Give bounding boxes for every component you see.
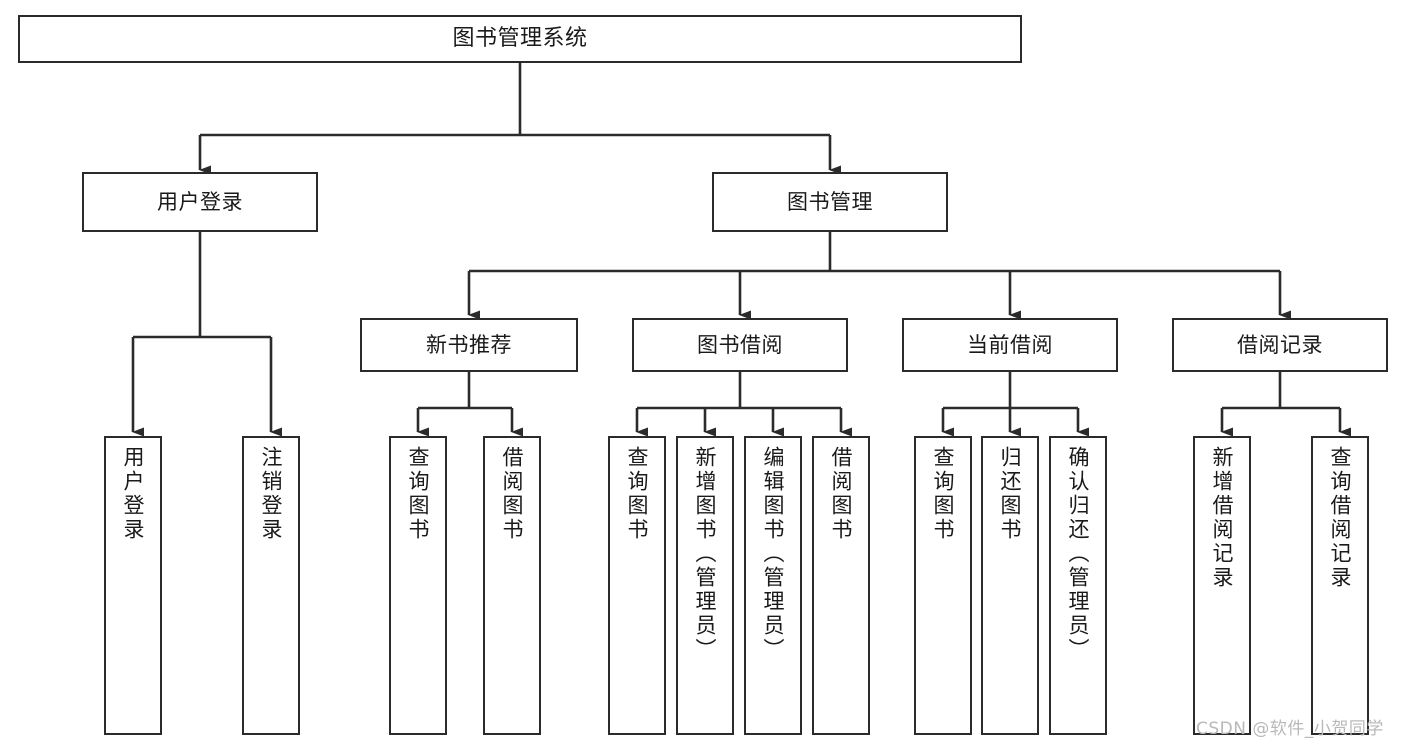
node-label: 新增图书（管理员）	[693, 446, 718, 662]
node-label: 借阅图书	[500, 446, 525, 542]
node-label: 查询图书	[931, 446, 956, 542]
node-label: 注销登录	[259, 446, 284, 542]
node-label: 当前借阅	[967, 332, 1053, 357]
node-user-login[interactable]: 用户登录	[82, 172, 318, 232]
node-label: 查询图书	[625, 446, 650, 542]
node-label: 用户登录	[157, 189, 243, 214]
node-label: 查询借阅记录	[1328, 446, 1353, 590]
leaf-borrow-record-query-record[interactable]: 查询借阅记录	[1311, 436, 1369, 735]
leaf-book-borrow-borrow-book[interactable]: 借阅图书	[812, 436, 870, 735]
leaf-user-login-login[interactable]: 用户登录	[104, 436, 162, 735]
node-label: 新增借阅记录	[1210, 446, 1235, 590]
node-label: 查询图书	[406, 446, 431, 542]
leaf-current-borrow-return-book[interactable]: 归还图书	[981, 436, 1039, 735]
leaf-current-borrow-query-book[interactable]: 查询图书	[914, 436, 972, 735]
leaf-user-login-logout[interactable]: 注销登录	[242, 436, 300, 735]
node-label: 借阅图书	[829, 446, 854, 542]
leaf-book-borrow-query-book[interactable]: 查询图书	[608, 436, 666, 735]
node-label: 用户登录	[121, 446, 146, 542]
node-label: 确认归还（管理员）	[1066, 446, 1091, 662]
leaf-new-book-query-book[interactable]: 查询图书	[389, 436, 447, 735]
node-label: 图书借阅	[697, 332, 783, 357]
leaf-book-borrow-add-book-admin[interactable]: 新增图书（管理员）	[676, 436, 734, 735]
node-book-borrow[interactable]: 图书借阅	[632, 318, 848, 372]
leaf-current-borrow-confirm-return-admin[interactable]: 确认归还（管理员）	[1049, 436, 1107, 735]
node-borrow-record[interactable]: 借阅记录	[1172, 318, 1388, 372]
node-label: 编辑图书（管理员）	[761, 446, 786, 662]
leaf-new-book-borrow-book[interactable]: 借阅图书	[483, 436, 541, 735]
csdn-watermark: CSDN @软件_小贺同学	[1196, 719, 1384, 739]
node-current-borrow[interactable]: 当前借阅	[902, 318, 1118, 372]
node-label: 图书管理	[787, 189, 873, 214]
node-label: 归还图书	[998, 446, 1023, 542]
leaf-book-borrow-edit-book-admin[interactable]: 编辑图书（管理员）	[744, 436, 802, 735]
node-label: 图书管理系统	[452, 26, 588, 52]
node-label: 新书推荐	[426, 332, 512, 357]
node-label: 借阅记录	[1237, 332, 1323, 357]
node-root-book-management-system[interactable]: 图书管理系统	[18, 15, 1022, 63]
node-new-book-recommend[interactable]: 新书推荐	[360, 318, 578, 372]
node-book-management[interactable]: 图书管理	[712, 172, 948, 232]
leaf-borrow-record-add-record[interactable]: 新增借阅记录	[1193, 436, 1251, 735]
